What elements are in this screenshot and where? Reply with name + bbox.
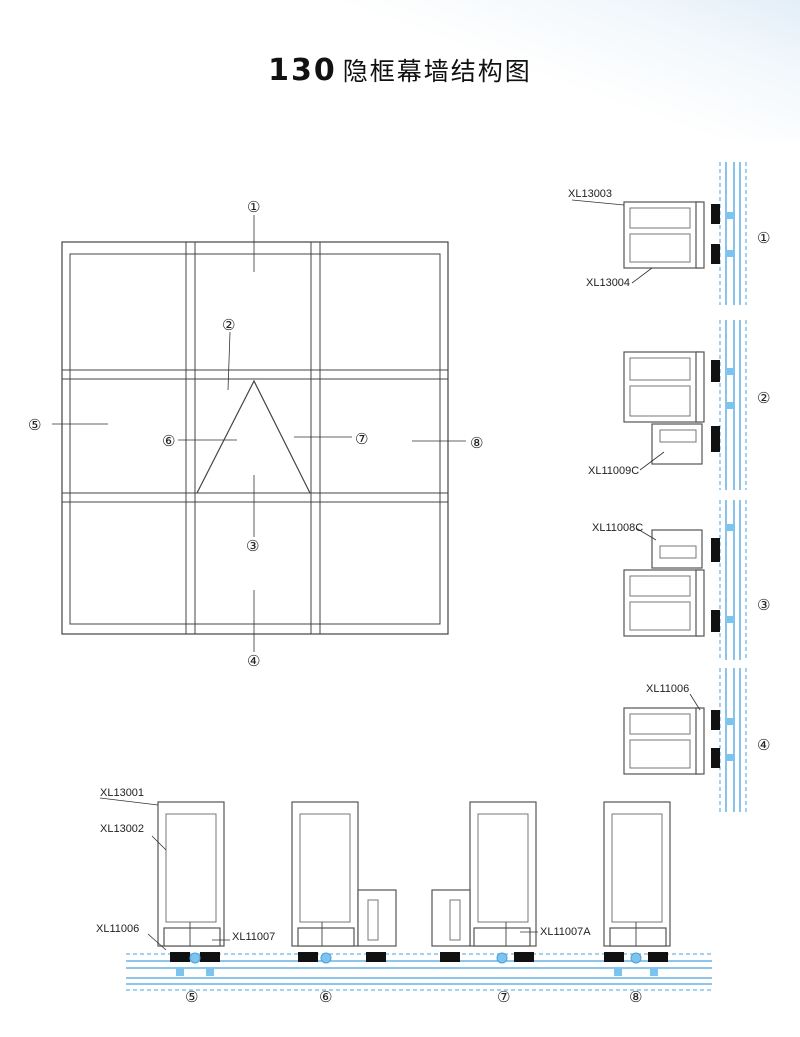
section-4: XL11006 ④ bbox=[623, 668, 770, 812]
title-number: 130 bbox=[268, 53, 337, 88]
elevation-view: ① ② ③ ④ ⑤ ⑥ ⑦ ⑧ bbox=[28, 198, 483, 670]
label-xl13004: XL13004 bbox=[586, 277, 630, 289]
section-8: ⑧ bbox=[603, 801, 671, 1006]
section-3: XL11008C ③ bbox=[592, 500, 770, 660]
section-2: XL11009C ② bbox=[588, 320, 770, 490]
label-xl11006-right: XL11006 bbox=[646, 683, 689, 695]
section-marker-6: ⑥ bbox=[319, 988, 332, 1006]
elev-marker-1: ① bbox=[247, 198, 260, 216]
section-marker-1: ① bbox=[757, 229, 770, 247]
elev-marker-7: ⑦ bbox=[355, 430, 368, 448]
label-xl11007a: XL11007A bbox=[540, 926, 591, 938]
section-7: XL11007A ⑦ bbox=[431, 801, 591, 1006]
label-xl11006-bottom: XL11006 bbox=[96, 923, 139, 935]
section-marker-3: ③ bbox=[757, 596, 770, 614]
section-marker-8: ⑧ bbox=[629, 988, 642, 1006]
section-marker-7: ⑦ bbox=[497, 988, 510, 1006]
elev-marker-5: ⑤ bbox=[28, 416, 41, 434]
label-xl11007: XL11007 bbox=[232, 931, 275, 943]
label-xl11008c: XL11008C bbox=[592, 522, 643, 534]
label-xl13001: XL13001 bbox=[100, 787, 144, 799]
header-background bbox=[0, 0, 800, 140]
section-1: XL13003 XL13004 ① bbox=[568, 162, 770, 305]
label-xl13003: XL13003 bbox=[568, 188, 612, 200]
elev-marker-3: ③ bbox=[246, 537, 259, 555]
elev-marker-2: ② bbox=[222, 316, 235, 334]
label-xl13002: XL13002 bbox=[100, 823, 144, 835]
elev-marker-4: ④ bbox=[247, 652, 260, 670]
elev-marker-8: ⑧ bbox=[470, 434, 483, 452]
section-marker-4: ④ bbox=[757, 736, 770, 754]
section-marker-2: ② bbox=[757, 389, 770, 407]
title-text: 隐框幕墙结构图 bbox=[342, 57, 532, 86]
section-5: XL13001 XL13002 XL11006 XL11007 ⑤ bbox=[96, 787, 275, 1006]
section-6: ⑥ bbox=[291, 801, 397, 1006]
elev-marker-6: ⑥ bbox=[162, 432, 175, 450]
section-marker-5: ⑤ bbox=[185, 988, 198, 1006]
label-xl11009c: XL11009C bbox=[588, 465, 639, 477]
